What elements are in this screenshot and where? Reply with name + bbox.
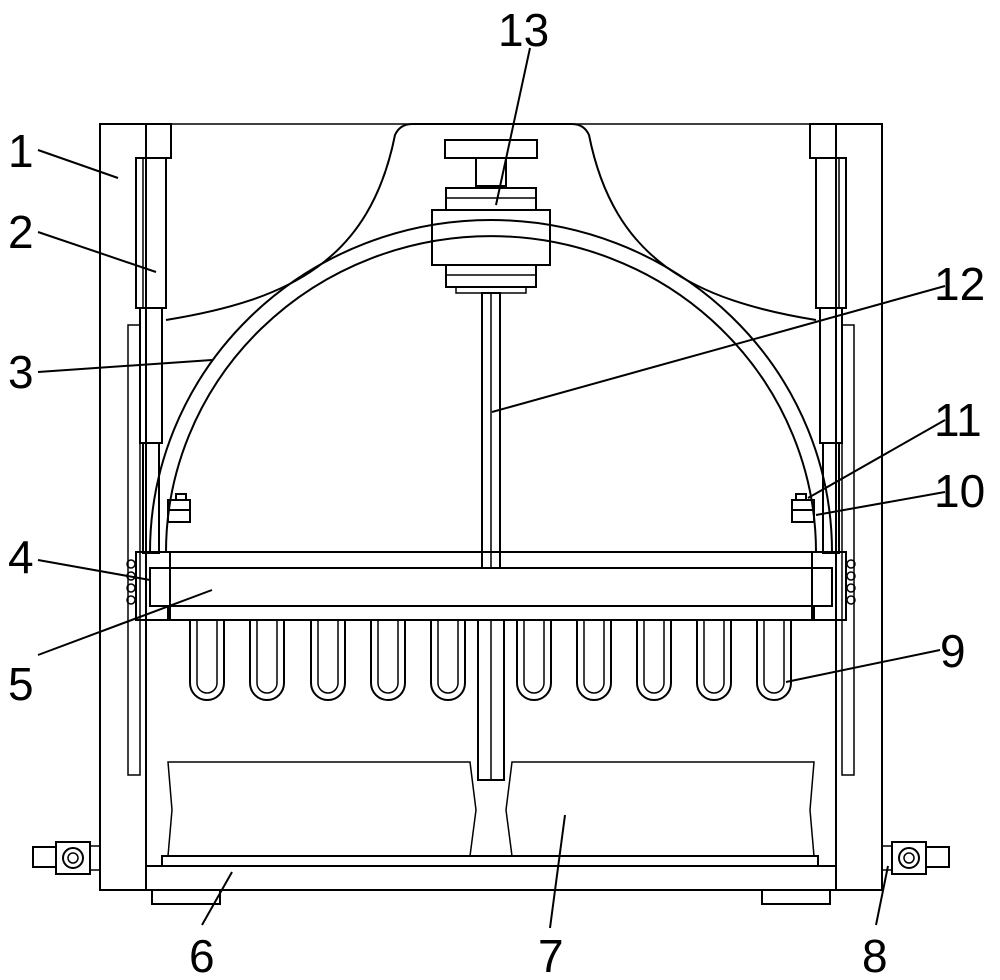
nozzle	[310, 620, 346, 701]
left-seal-block	[126, 551, 171, 621]
label-2: 2	[8, 206, 34, 258]
label-1: 1	[8, 125, 34, 177]
label-6: 6	[189, 930, 215, 980]
left-bracket	[167, 493, 191, 523]
left-cylinder	[135, 157, 167, 554]
right-bracket	[791, 493, 815, 523]
label-7: 7	[538, 930, 564, 980]
housing-feet	[151, 889, 831, 905]
nozzle	[756, 620, 792, 701]
nozzle	[516, 620, 552, 701]
leader-lines	[37, 47, 946, 929]
motor	[431, 187, 551, 294]
label-13: 13	[498, 4, 549, 56]
dome-arch	[149, 219, 833, 553]
label-12: 12	[934, 258, 985, 310]
top-cover	[165, 123, 817, 321]
label-4: 4	[8, 531, 34, 583]
base-tray	[161, 855, 819, 867]
part-labels: 1 2 3 4 5 6 7 8 9 10 11 12 13	[8, 4, 985, 980]
nozzle-row	[189, 620, 792, 701]
label-10: 10	[934, 465, 985, 517]
vertical-shaft	[477, 292, 505, 781]
left-connector	[32, 841, 101, 875]
right-connector	[881, 841, 950, 875]
nozzle	[430, 620, 466, 701]
right-seal-block	[811, 551, 856, 621]
nozzle	[189, 620, 225, 701]
nozzle	[249, 620, 285, 701]
nozzle	[636, 620, 672, 701]
label-9: 9	[940, 625, 966, 677]
label-8: 8	[862, 930, 888, 980]
nozzle	[696, 620, 732, 701]
guide-rails	[127, 324, 855, 776]
nozzle	[370, 620, 406, 701]
nozzle	[576, 620, 612, 701]
label-11: 11	[934, 394, 982, 446]
motor-teeth	[446, 197, 536, 276]
label-5: 5	[8, 658, 34, 710]
label-3: 3	[8, 346, 34, 398]
